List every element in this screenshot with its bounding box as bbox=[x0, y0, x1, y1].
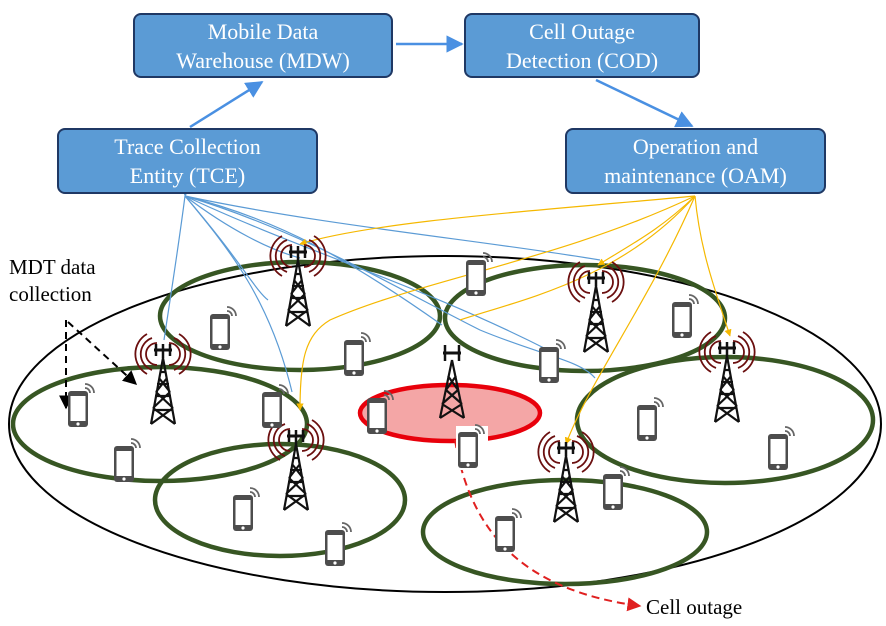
mdt-label-line2: collection bbox=[9, 282, 92, 306]
oam-control-lines bbox=[296, 195, 732, 445]
smartphone-icon bbox=[538, 339, 566, 384]
tce-to-mdw-arrow bbox=[189, 80, 264, 129]
cell-tower-icon bbox=[536, 430, 596, 524]
smartphone-icon bbox=[671, 294, 699, 339]
smartphone-icon bbox=[232, 487, 260, 532]
smartphone-icon bbox=[636, 397, 664, 442]
cell-tower-icon bbox=[566, 260, 626, 354]
flow-arrows bbox=[189, 35, 694, 129]
cell-ring-top-right bbox=[442, 262, 728, 374]
smartphone-icon bbox=[261, 384, 289, 429]
tce-collection-lines bbox=[163, 189, 601, 393]
smartphone-icon bbox=[67, 383, 95, 428]
tce-box-line1: Trace Collection bbox=[114, 134, 261, 159]
cell-ring-bottom-left bbox=[152, 441, 408, 559]
cod-box: Cell Outage Detection (COD) bbox=[464, 13, 700, 78]
cod-to-oam-arrow bbox=[595, 78, 694, 128]
cell-tower-icon bbox=[268, 234, 328, 328]
tce-box-line2: Entity (TCE) bbox=[129, 163, 246, 188]
tce-box: Trace Collection Entity (TCE) bbox=[57, 128, 318, 194]
smartphone-icon bbox=[602, 466, 630, 511]
smartphone-icon bbox=[209, 306, 237, 351]
smartphone-icon bbox=[767, 426, 795, 471]
cod-box-line2: Detection (COD) bbox=[505, 47, 659, 73]
cell-ring-top-left bbox=[157, 259, 443, 373]
smartphone-icon-outage bbox=[456, 424, 488, 470]
oam-box: Operation and maintenance (OAM) bbox=[565, 128, 826, 194]
cell-ring-right bbox=[574, 354, 876, 486]
mdw-box-line1: Mobile Data bbox=[207, 18, 319, 44]
smartphone-icon bbox=[465, 252, 493, 297]
cell-tower-icon bbox=[266, 418, 326, 512]
smartphone-icon bbox=[324, 522, 352, 567]
mdt-data-collection-label: MDT data collection bbox=[9, 254, 96, 308]
smartphone-icon bbox=[113, 438, 141, 483]
cell-towers bbox=[133, 234, 757, 524]
mdw-box: Mobile Data Warehouse (MDW) bbox=[133, 13, 393, 78]
user-devices bbox=[67, 252, 795, 567]
oam-box-line1: Operation and bbox=[632, 134, 759, 159]
mdw-box-line2: Warehouse (MDW) bbox=[176, 47, 350, 73]
cod-box-line1: Cell Outage bbox=[529, 18, 635, 44]
failed-cell-tower-icon bbox=[438, 345, 466, 419]
oam-box-line2: maintenance (OAM) bbox=[604, 163, 787, 188]
cell-outage-label: Cell outage bbox=[646, 595, 743, 619]
mdt-arrow-diagonal bbox=[67, 321, 138, 385]
network-area bbox=[8, 255, 882, 593]
smartphone-icon bbox=[494, 508, 522, 553]
mdt-label-line1: MDT data bbox=[9, 255, 96, 279]
mdt-collection-arrows bbox=[59, 320, 138, 410]
smartphone-icon bbox=[343, 332, 371, 377]
